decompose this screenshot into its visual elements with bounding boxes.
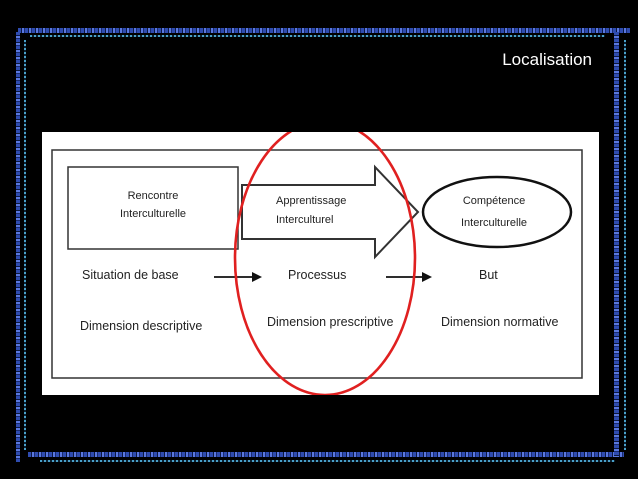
border-top xyxy=(18,28,630,33)
highlight-ellipse xyxy=(233,119,417,397)
label-processus: Processus xyxy=(288,268,346,282)
border-top-accent xyxy=(30,35,605,37)
border-bottom-accent xyxy=(40,460,615,462)
border-left xyxy=(16,32,20,462)
diagram-svg: Rencontre Interculturelle Apprentissage … xyxy=(51,119,583,397)
arrow-2 xyxy=(386,272,432,282)
box-competence-line1: Compétence xyxy=(463,195,525,207)
border-right xyxy=(614,32,619,457)
border-right-accent xyxy=(624,40,626,450)
box-rencontre-line1: Rencontre xyxy=(128,190,179,202)
box-apprentissage-line1: Apprentissage xyxy=(276,195,346,207)
slide-title: Localisation xyxy=(502,50,592,69)
box-apprentissage-line2: Interculturel xyxy=(276,214,333,226)
label-but: But xyxy=(479,268,498,282)
arrow-1 xyxy=(214,272,262,282)
label-dimension-normative: Dimension normative xyxy=(441,315,558,329)
label-situation-de-base: Situation de base xyxy=(82,268,179,282)
label-dimension-descriptive: Dimension descriptive xyxy=(80,319,202,333)
diagram-panel: Rencontre Interculturelle Apprentissage … xyxy=(42,119,599,397)
box-apprentissage-arrow xyxy=(241,164,420,260)
label-dimension-prescriptive: Dimension prescriptive xyxy=(267,315,393,329)
box-competence-line2: Interculturelle xyxy=(461,217,527,229)
box-rencontre-line2: Interculturelle xyxy=(120,208,186,220)
border-left-accent xyxy=(24,40,26,450)
border-bottom xyxy=(28,452,624,457)
box-rencontre xyxy=(67,166,239,250)
diagram-frame xyxy=(51,149,583,379)
box-competence-ellipse xyxy=(421,175,573,249)
